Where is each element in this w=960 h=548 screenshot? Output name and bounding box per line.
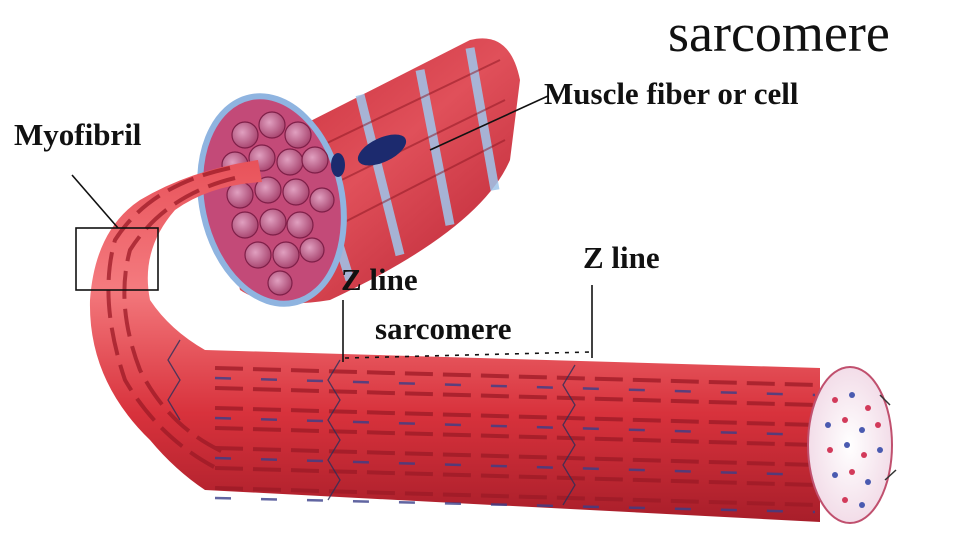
z-line-left-label: Z line [341, 262, 418, 298]
muscle-fiber-label: Muscle fiber or cell [544, 76, 799, 112]
myofibril-leader [72, 175, 118, 228]
diagram-title: sarcomere [668, 2, 890, 64]
myofibril-label: Myofibril [14, 117, 141, 153]
z-line-right-label: Z line [583, 240, 660, 276]
sarcomere-label: sarcomere [375, 311, 512, 347]
